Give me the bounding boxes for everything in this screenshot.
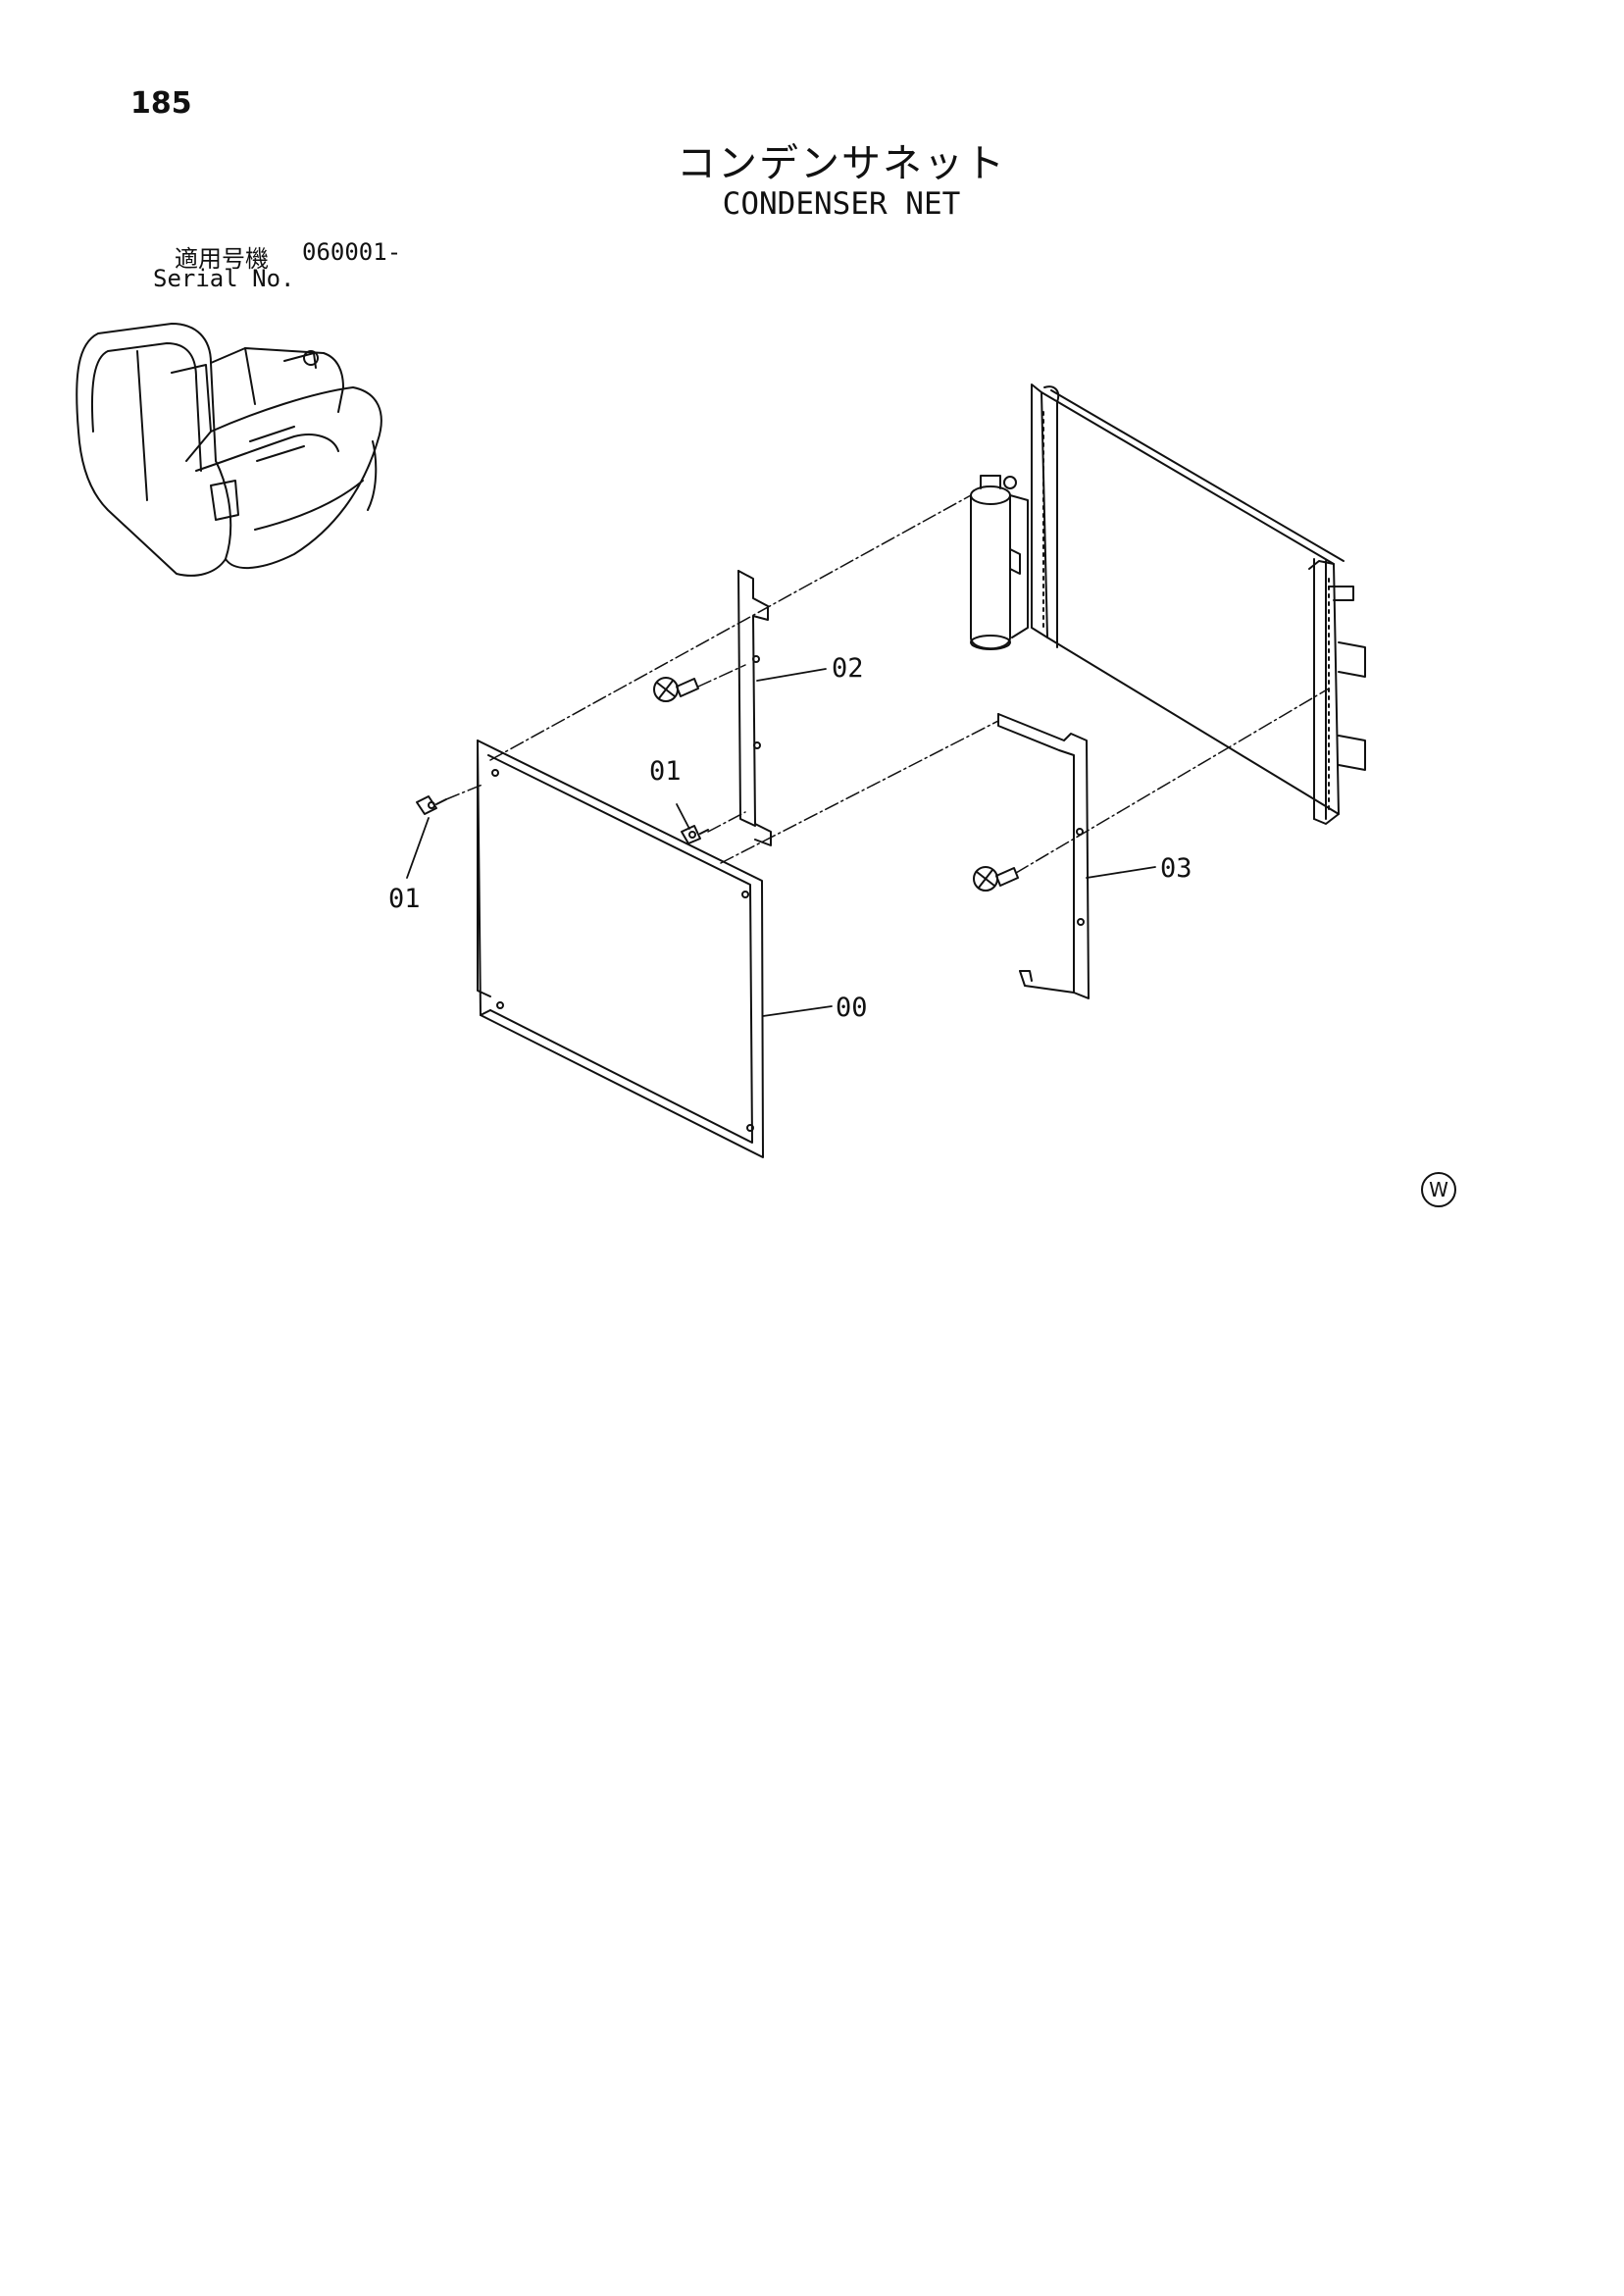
receiver-drier xyxy=(970,475,1029,650)
assembly-lines xyxy=(445,494,1330,874)
callout-02: 02 xyxy=(832,653,864,684)
bolt-upper xyxy=(653,677,699,702)
wing-nut-left xyxy=(416,795,447,815)
condenser-core xyxy=(1031,383,1366,825)
bolt-lower xyxy=(973,866,1019,892)
page-title-jp: コンデンサネット xyxy=(677,141,1006,186)
net-frame xyxy=(477,740,764,1158)
callout-01-center: 01 xyxy=(649,756,682,787)
serial-label-en: Serial No. xyxy=(153,265,295,292)
serial-label-jp: 適用号機 xyxy=(175,245,269,273)
wing-nut-center xyxy=(681,825,709,844)
callout-00: 00 xyxy=(836,993,868,1023)
upper-bracket xyxy=(737,570,772,846)
serial-value: 060001- xyxy=(302,238,402,266)
callout-01-left: 01 xyxy=(388,884,421,914)
callout-03: 03 xyxy=(1160,853,1193,884)
leader-lines xyxy=(406,668,1156,1017)
w-mark-icon: W xyxy=(1421,1172,1456,1207)
callout-labels: 02 03 01 01 00 xyxy=(388,653,1193,1023)
excavator-thumbnail xyxy=(76,323,382,577)
page-number: 185 xyxy=(130,86,192,121)
lower-bracket xyxy=(997,713,1090,999)
page-title-en: CONDENSER NET xyxy=(722,186,961,222)
